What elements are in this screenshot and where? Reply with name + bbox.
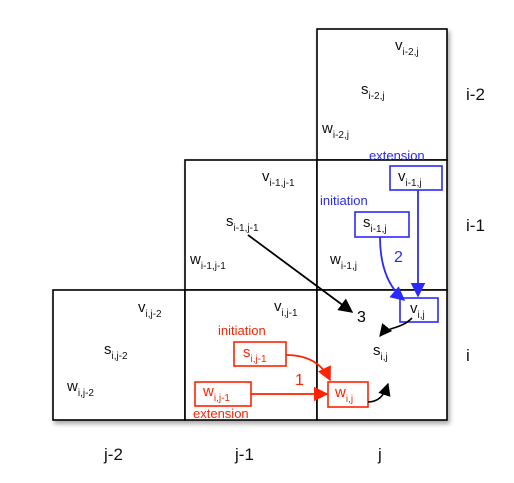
v-highlight-box: [389, 165, 443, 191]
row-label: i-1: [466, 216, 485, 235]
w-label: wi,j-2: [66, 378, 94, 399]
blue-extension-label: extension: [369, 148, 425, 163]
v-label: vi-1,j-1: [262, 168, 295, 189]
column-label: j-2: [103, 445, 123, 464]
w-label: wi,j: [334, 384, 353, 405]
cell-i-1-j-1: [184, 159, 318, 291]
s-label: si-1,j-1: [226, 213, 259, 234]
v-label: vi-2,j: [395, 37, 419, 58]
column-label: j: [377, 445, 382, 464]
cell-i-2-j: [316, 28, 448, 161]
row-label: i-2: [466, 85, 485, 104]
step-number-3: 3: [357, 309, 366, 326]
s-label: si-2,j: [361, 81, 385, 102]
black-diagonal-arrow: [247, 234, 354, 313]
v-highlight-box: [399, 297, 439, 323]
blue-initiation-label: initiation: [320, 193, 368, 208]
cell-i-j-2: [52, 289, 186, 421]
s-highlight-box: [233, 341, 287, 367]
column-label: j-1: [234, 445, 254, 464]
w-label: wi-1,j-1: [189, 251, 226, 272]
step-number-1: 1: [295, 372, 304, 389]
v-label: vi-1,j: [398, 168, 422, 189]
s-label: si,j-1: [243, 344, 267, 365]
cell-i-1-j: [316, 159, 448, 291]
s-highlight-box: [354, 211, 410, 238]
red-initiation-arrow: [285, 354, 331, 382]
w-label: wi-2,j: [321, 120, 349, 141]
w-label: wi-1,j: [329, 251, 357, 272]
red-initiation-label: initiation: [218, 323, 266, 338]
black-v-to-s-arrow: [379, 317, 413, 337]
v-label: vi,j-2: [138, 299, 162, 320]
red-extension-label: extension: [193, 406, 249, 421]
v-label: vi,j-1: [274, 298, 298, 319]
blue-initiation-arrow: [379, 236, 406, 301]
w-label: wi,j-1: [202, 383, 230, 404]
s-label: si,j-2: [104, 341, 128, 362]
s-label: si,j: [373, 342, 388, 363]
row-label: i: [466, 346, 470, 365]
s-label: si-1,j: [363, 214, 387, 235]
step-number-2: 2: [394, 249, 403, 266]
black-w-to-s-arrow: [367, 382, 391, 403]
v-label: vi,j: [410, 300, 425, 321]
